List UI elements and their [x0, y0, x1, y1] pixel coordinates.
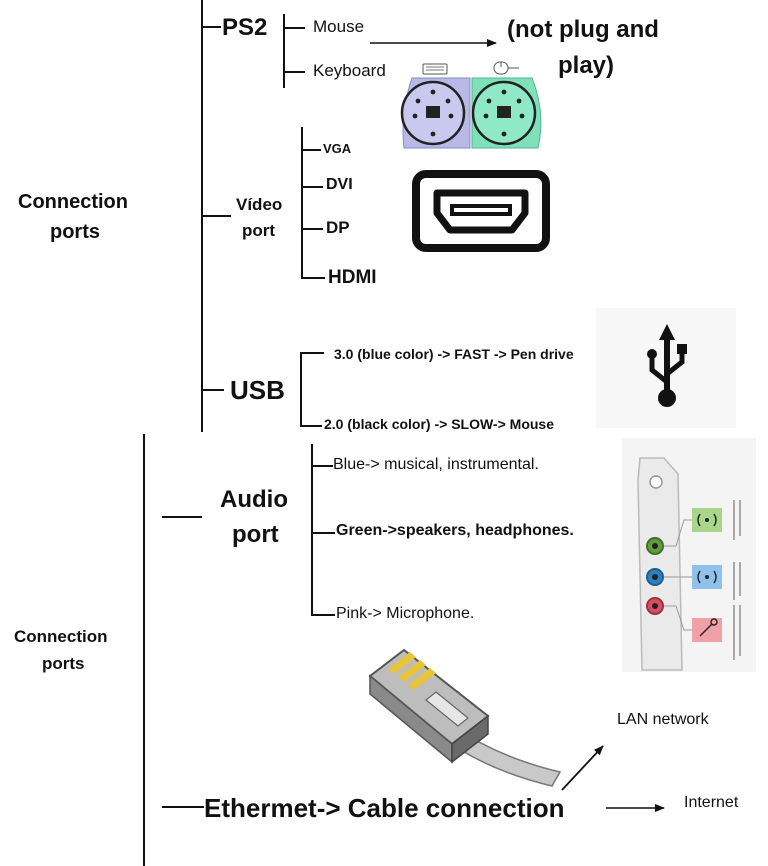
- audio-jack-panel-icon: [622, 438, 756, 672]
- usb-bracket-line: [300, 352, 302, 427]
- video-item-vga: VGA: [323, 141, 352, 156]
- usb-trident-icon: [596, 308, 736, 428]
- video-item-dp: DP: [326, 218, 350, 237]
- usb2-description: 2.0 (black color) -> SLOW-> Mouse: [324, 416, 554, 432]
- usb-label: USB: [230, 375, 285, 405]
- video-item-hdmi: HDMI: [328, 267, 377, 288]
- ps2-mouse-label: Mouse: [313, 17, 365, 36]
- video-tick-dvi: [303, 186, 323, 188]
- ethernet-connector-line: [162, 806, 204, 808]
- ps2-keyboard-tick: [285, 71, 305, 73]
- ps2-note-line1: (not plug and: [507, 16, 659, 43]
- top-section-heading-line1: Connection: [18, 191, 128, 213]
- ethernet-plug-icon: [368, 648, 562, 787]
- video-label-line2: port: [242, 221, 276, 240]
- audio-connector-line: [162, 516, 202, 518]
- bottom-section-heading-line1: Connection: [14, 627, 108, 646]
- mouse-small-icon: [493, 61, 519, 75]
- ps2-keyboard-port-icon: [400, 77, 471, 149]
- ps2-mouse-tick: [285, 27, 305, 29]
- top-section-heading-line2: ports: [50, 221, 100, 243]
- lan-network-label: LAN network: [617, 711, 709, 728]
- usb-connector-line: [203, 389, 224, 391]
- video-tick-dp: [303, 228, 323, 230]
- audio-bracket-line: [311, 444, 313, 616]
- top-main-vertical-line: [201, 0, 203, 432]
- audio-label-line1: Audio: [220, 486, 288, 513]
- video-label-line1: Vídeo: [236, 195, 283, 214]
- ps2-connector-line: [203, 26, 221, 28]
- audio-pink-description: Pink-> Microphone.: [336, 605, 475, 622]
- video-bracket-line: [301, 127, 303, 279]
- ps2-note-line2: play): [558, 52, 615, 79]
- audio-tick-green: [313, 532, 335, 534]
- ps2-mouse-port-icon: [471, 77, 542, 149]
- usb3-description: 3.0 (blue color) -> FAST -> Pen drive: [334, 346, 574, 362]
- video-tick-hdmi: [303, 277, 325, 279]
- ps2-bracket-line: [283, 14, 285, 88]
- audio-tick-blue: [313, 465, 333, 467]
- ethernet-label: Ethermet-> Cable connection: [204, 793, 565, 823]
- audio-blue-description: Blue-> musical, instrumental.: [333, 456, 539, 473]
- video-connector-icon: [412, 170, 550, 252]
- video-tick-vga: [303, 149, 321, 151]
- bottom-section-heading-line2: ports: [42, 654, 85, 673]
- internet-label: Internet: [684, 794, 739, 811]
- usb2-tick: [302, 425, 322, 427]
- audio-tick-pink: [313, 614, 335, 616]
- ps2-keyboard-label: Keyboard: [313, 61, 386, 80]
- video-item-dvi: DVI: [326, 176, 353, 193]
- bottom-main-vertical-line: [143, 434, 145, 866]
- audio-label-line2: port: [232, 521, 279, 548]
- ethernet-to-lan-arrow: [561, 745, 604, 791]
- audio-green-description: Green->speakers, headphones.: [336, 522, 574, 539]
- ps2-label: PS2: [222, 14, 268, 41]
- keyboard-small-icon: [422, 63, 448, 75]
- usb3-tick: [302, 352, 324, 354]
- video-connector-line: [203, 215, 231, 217]
